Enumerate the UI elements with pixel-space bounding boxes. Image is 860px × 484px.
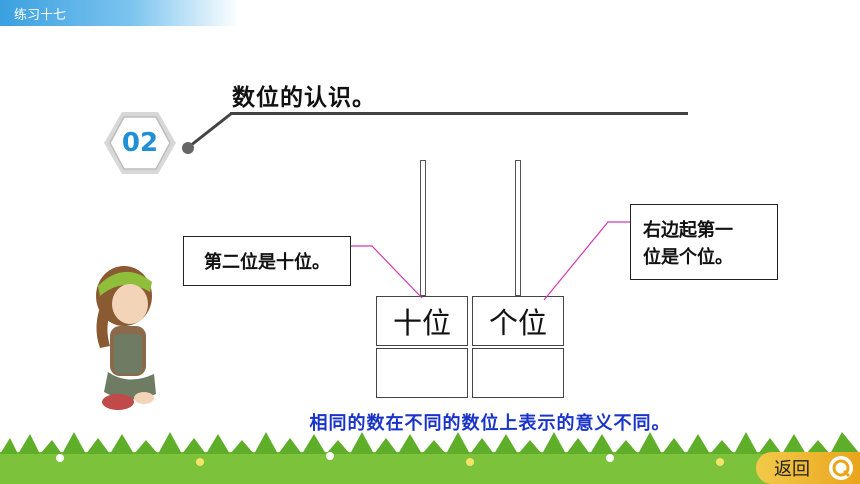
ones-rod [515, 160, 521, 296]
header-title: 练习十七 [14, 8, 67, 23]
search-q-icon [829, 456, 853, 480]
girl-illustration [96, 266, 156, 410]
hexagon-icon [104, 112, 176, 174]
grass-border [0, 432, 860, 484]
ones-value-cell [472, 348, 564, 398]
tens-rod [420, 160, 426, 296]
note-ones-place: 右边起第一 位是个位。 [630, 204, 778, 280]
tens-header-cell: 十位 [376, 296, 468, 346]
section-title: 数位的认识。 [232, 85, 376, 111]
note-ones-line2: 位是个位。 [643, 247, 733, 268]
tens-value-cell [376, 348, 468, 398]
note-tens-place: 第二位是十位。 [183, 236, 351, 286]
bottom-conclusion: 相同的数在不同的数位上表示的意义不同。 [309, 413, 671, 434]
return-label: 返回 [774, 459, 810, 480]
section-number: 02 [121, 128, 159, 158]
section-badge: 02 [104, 110, 184, 176]
note-ones-line1: 右边起第一 [643, 220, 733, 241]
return-button[interactable]: 返回 [756, 452, 860, 484]
ones-header-cell: 个位 [472, 296, 564, 346]
title-underline [230, 112, 688, 115]
header-band: 练习十七 [0, 0, 240, 26]
